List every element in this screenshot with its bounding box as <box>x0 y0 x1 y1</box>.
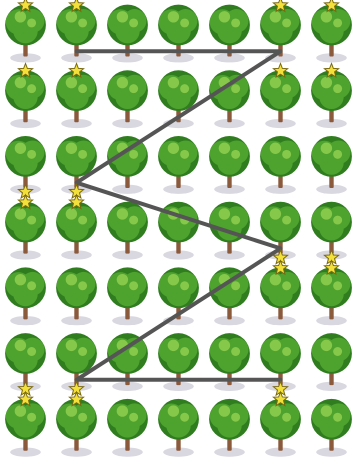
tree-icon <box>158 399 199 457</box>
tree-cell[interactable] <box>158 136 199 194</box>
tree-icon <box>209 5 250 63</box>
tree-icon <box>5 267 46 325</box>
tree-icon <box>56 267 97 325</box>
tree-cell[interactable] <box>158 5 199 63</box>
tree-cell[interactable] <box>209 267 250 325</box>
tree-icon <box>56 399 97 457</box>
tree-cell[interactable] <box>311 399 352 457</box>
tree-icon <box>56 70 97 128</box>
tree-cell[interactable] <box>56 5 97 63</box>
tree-icon <box>107 5 148 63</box>
tree-icon <box>311 333 352 391</box>
tree-icon <box>260 136 301 194</box>
tree-icon <box>209 267 250 325</box>
tree-icon <box>107 70 148 128</box>
tree-icon <box>311 399 352 457</box>
tree-cell[interactable] <box>158 267 199 325</box>
tree-icon <box>158 5 199 63</box>
tree-cell[interactable] <box>260 399 301 457</box>
tree-icon <box>311 70 352 128</box>
tree-icon <box>107 267 148 325</box>
tree-cell[interactable] <box>260 267 301 325</box>
tree-cell[interactable] <box>107 70 148 128</box>
tree-icon <box>56 202 97 260</box>
tree-icon <box>5 5 46 63</box>
tree-cell[interactable] <box>311 136 352 194</box>
tree-cell[interactable] <box>209 70 250 128</box>
tree-cell[interactable] <box>260 70 301 128</box>
tree-cell[interactable] <box>107 267 148 325</box>
tree-cell[interactable] <box>311 267 352 325</box>
tree-icon <box>260 267 301 325</box>
tree-cell[interactable] <box>107 136 148 194</box>
tree-icon <box>107 202 148 260</box>
tree-cell[interactable] <box>311 5 352 63</box>
tree-cell[interactable] <box>209 399 250 457</box>
tree-icon <box>260 5 301 63</box>
tree-cell[interactable] <box>5 202 46 260</box>
tree-icon <box>158 70 199 128</box>
tree-icon <box>311 267 352 325</box>
tree-cell[interactable] <box>5 267 46 325</box>
tree-cell[interactable] <box>260 5 301 63</box>
tree-icon <box>311 5 352 63</box>
tree-icon <box>107 333 148 391</box>
tree-layer <box>5 5 352 457</box>
tree-cell[interactable] <box>107 202 148 260</box>
tree-icon <box>158 136 199 194</box>
tree-icon <box>5 202 46 260</box>
tree-cell[interactable] <box>158 333 199 391</box>
tree-cell[interactable] <box>56 399 97 457</box>
tree-icon <box>107 136 148 194</box>
tree-cell[interactable] <box>5 5 46 63</box>
tree-cell[interactable] <box>56 70 97 128</box>
tree-cell[interactable] <box>5 399 46 457</box>
tree-cell[interactable] <box>158 70 199 128</box>
tree-cell[interactable] <box>209 5 250 63</box>
tree-icon <box>5 399 46 457</box>
tree-cell[interactable] <box>209 333 250 391</box>
tree-cell[interactable] <box>260 136 301 194</box>
tree-icon <box>311 136 352 194</box>
tree-icon <box>5 70 46 128</box>
tree-icon <box>158 333 199 391</box>
tree-cell[interactable] <box>158 399 199 457</box>
tree-icon <box>260 70 301 128</box>
tree-icon <box>209 70 250 128</box>
tree-cell[interactable] <box>311 333 352 391</box>
tree-cell[interactable] <box>107 333 148 391</box>
tree-cell[interactable] <box>56 267 97 325</box>
tree-icon <box>107 399 148 457</box>
tree-cell[interactable] <box>209 136 250 194</box>
tree-cell[interactable] <box>107 5 148 63</box>
tree-icon <box>209 136 250 194</box>
tree-icon <box>209 333 250 391</box>
tree-icon <box>56 5 97 63</box>
tree-cell[interactable] <box>5 70 46 128</box>
tree-cell[interactable] <box>311 70 352 128</box>
tree-icon <box>209 399 250 457</box>
tree-cell[interactable] <box>56 202 97 260</box>
tree-icon <box>260 399 301 457</box>
tree-icon <box>158 267 199 325</box>
tree-cell[interactable] <box>107 399 148 457</box>
